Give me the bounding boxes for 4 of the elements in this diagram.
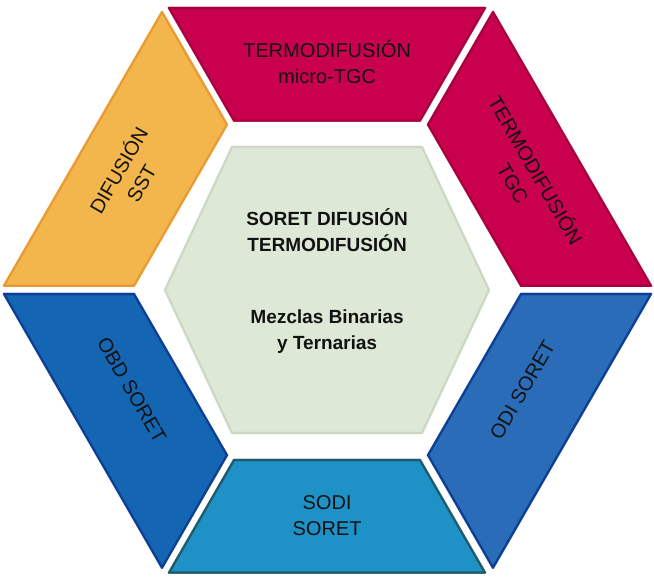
center-subtitle: Mezclas Binarias y Ternarias <box>249 306 405 356</box>
center-heading: SORET DIFUSIÓN TERMODIFUSIÓN <box>245 207 409 258</box>
segment-label: TERMODIFUSIÓN micro-TGC <box>242 38 412 90</box>
segment-label: SODI SORET <box>292 491 362 542</box>
